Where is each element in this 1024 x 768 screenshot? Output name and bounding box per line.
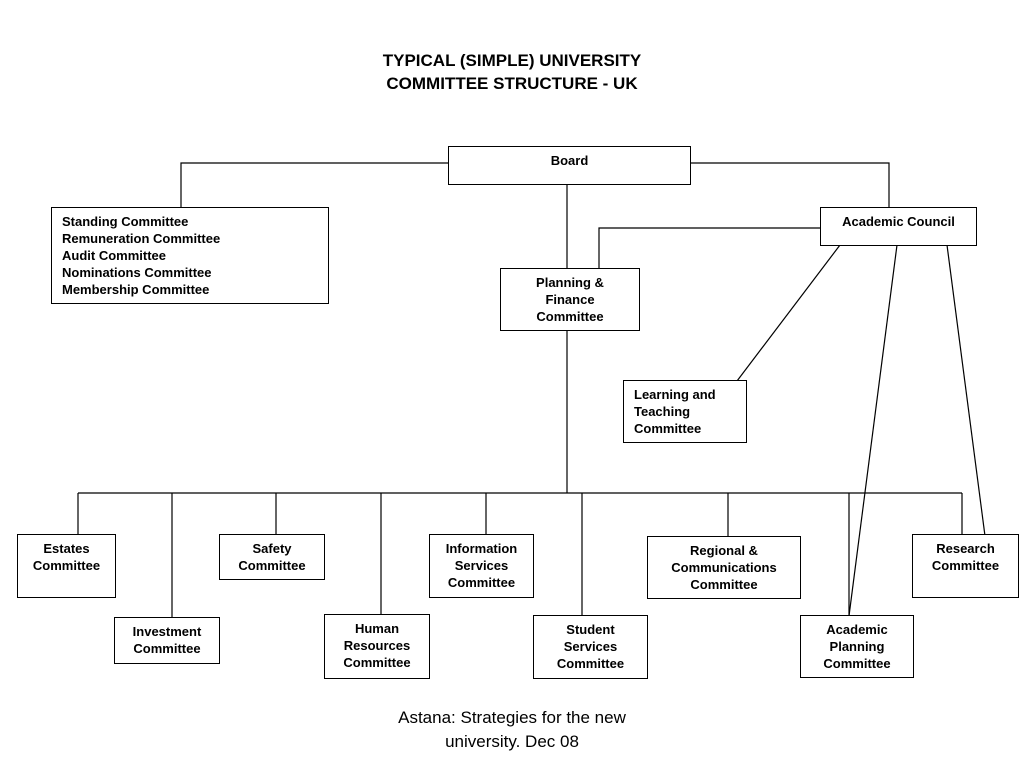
human-resources-box: Human Resources Committee — [324, 614, 430, 679]
research-box: Research Committee — [912, 534, 1019, 598]
learning-teaching-line-1: Learning and — [634, 387, 716, 402]
remuneration-committee-label: Remuneration Committee — [62, 231, 221, 246]
academic-planning-line-2: Planning — [829, 639, 885, 654]
diagram-title-line-1: TYPICAL (SIMPLE) UNIVERSITY — [382, 51, 642, 70]
academic-planning-box: Academic Planning Committee — [800, 615, 914, 678]
academic-council-label: Academic Council — [842, 214, 955, 229]
connector-board-academic-council — [690, 162, 890, 208]
standing-committees-box: Standing Committee Remuneration Committe… — [51, 207, 329, 304]
academic-council-box: Academic Council — [820, 207, 977, 246]
planning-finance-line-2: Finance — [545, 292, 595, 307]
information-services-box: Information Services Committee — [429, 534, 534, 598]
board-box: Board — [448, 146, 691, 185]
regional-communications-line-2: Communications — [671, 560, 777, 575]
safety-line-1: Safety — [252, 541, 292, 556]
learning-teaching-box: Learning and Teaching Committee — [623, 380, 747, 443]
human-resources-line-3: Committee — [343, 655, 411, 670]
connector-council-academic-planning — [848, 244, 898, 617]
student-services-line-2: Services — [563, 639, 618, 654]
human-resources-line-2: Resources — [343, 638, 411, 653]
information-services-line-1: Information — [445, 541, 518, 556]
information-services-line-3: Committee — [447, 575, 516, 590]
safety-box: Safety Committee — [219, 534, 325, 580]
planning-finance-line-1: Planning & — [536, 275, 604, 290]
planning-finance-box: Planning & Finance Committee — [500, 268, 640, 331]
estates-line-2: Committee — [32, 558, 101, 573]
investment-line-2: Committee — [133, 641, 201, 656]
footer-caption-line-2: university. Dec 08 — [445, 732, 579, 751]
research-line-1: Research — [936, 541, 995, 556]
regional-communications-box: Regional & Communications Committee — [647, 536, 801, 599]
connector-council-learning — [736, 244, 841, 382]
academic-planning-line-3: Committee — [823, 656, 891, 671]
student-services-line-1: Student — [566, 622, 615, 637]
learning-teaching-line-2: Teaching — [634, 404, 691, 419]
regional-communications-line-3: Committee — [690, 577, 758, 592]
information-services-line-2: Services — [454, 558, 509, 573]
diagram-title-line-2: COMMITTEE STRUCTURE - UK — [386, 74, 638, 93]
student-services-line-3: Committee — [556, 656, 625, 671]
connector-council-research — [946, 244, 986, 537]
audit-committee-label: Audit Committee — [62, 248, 166, 263]
planning-finance-line-3: Committee — [536, 309, 604, 324]
research-line-2: Committee — [931, 558, 1000, 573]
footer-caption-line-1: Astana: Strategies for the new — [398, 708, 626, 727]
estates-box: Estates Committee — [17, 534, 116, 598]
academic-planning-line-1: Academic — [826, 622, 888, 637]
investment-line-1: Investment — [132, 624, 202, 639]
regional-communications-line-1: Regional & — [690, 543, 758, 558]
investment-box: Investment Committee — [114, 617, 220, 664]
connector-board-standing — [180, 162, 449, 208]
human-resources-line-1: Human — [354, 621, 400, 636]
standing-committee-label: Standing Committee — [62, 214, 189, 229]
board-label: Board — [550, 153, 589, 168]
connector-council-planning — [598, 227, 820, 269]
estates-line-1: Estates — [43, 541, 90, 556]
learning-teaching-line-3: Committee — [634, 421, 702, 436]
student-services-box: Student Services Committee — [533, 615, 648, 679]
nominations-committee-label: Nominations Committee — [62, 265, 212, 280]
membership-committee-label: Membership Committee — [62, 282, 210, 297]
safety-line-2: Committee — [238, 558, 306, 573]
